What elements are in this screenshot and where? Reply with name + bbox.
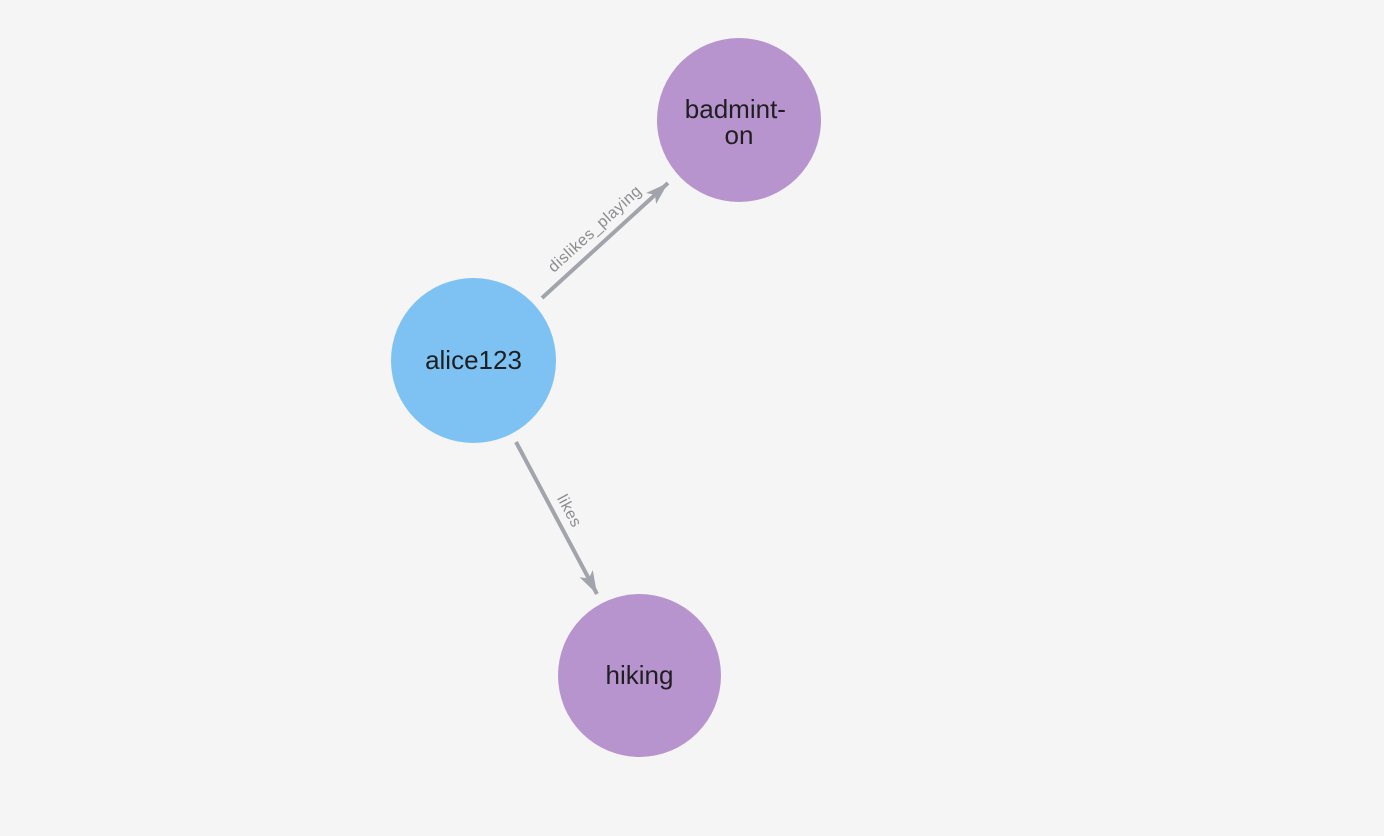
node-label-badminton-line1: badmint- <box>685 94 786 124</box>
edge-line-likes[interactable] <box>514 441 599 595</box>
node-hiking[interactable]: hiking <box>558 594 721 757</box>
node-label-badminton: badmint- on <box>685 94 793 150</box>
node-label-alice123: alice123 <box>425 345 522 375</box>
node-alice123[interactable]: alice123 <box>391 278 556 443</box>
edge-likes[interactable]: likes <box>514 441 599 595</box>
node-circle-badminton[interactable] <box>657 38 821 202</box>
edge-dislikes-playing[interactable]: dislikes_playing <box>540 181 670 300</box>
node-circle-hiking[interactable] <box>558 594 721 757</box>
node-label-hiking: hiking <box>606 660 674 690</box>
node-badminton[interactable]: badmint- on <box>657 38 821 202</box>
edge-line-dislikes-playing[interactable] <box>540 181 670 300</box>
node-circle-alice123[interactable] <box>391 278 556 443</box>
edge-label-dislikes-playing: dislikes_playing <box>545 183 645 277</box>
node-label-badminton-line2: on <box>725 120 754 150</box>
